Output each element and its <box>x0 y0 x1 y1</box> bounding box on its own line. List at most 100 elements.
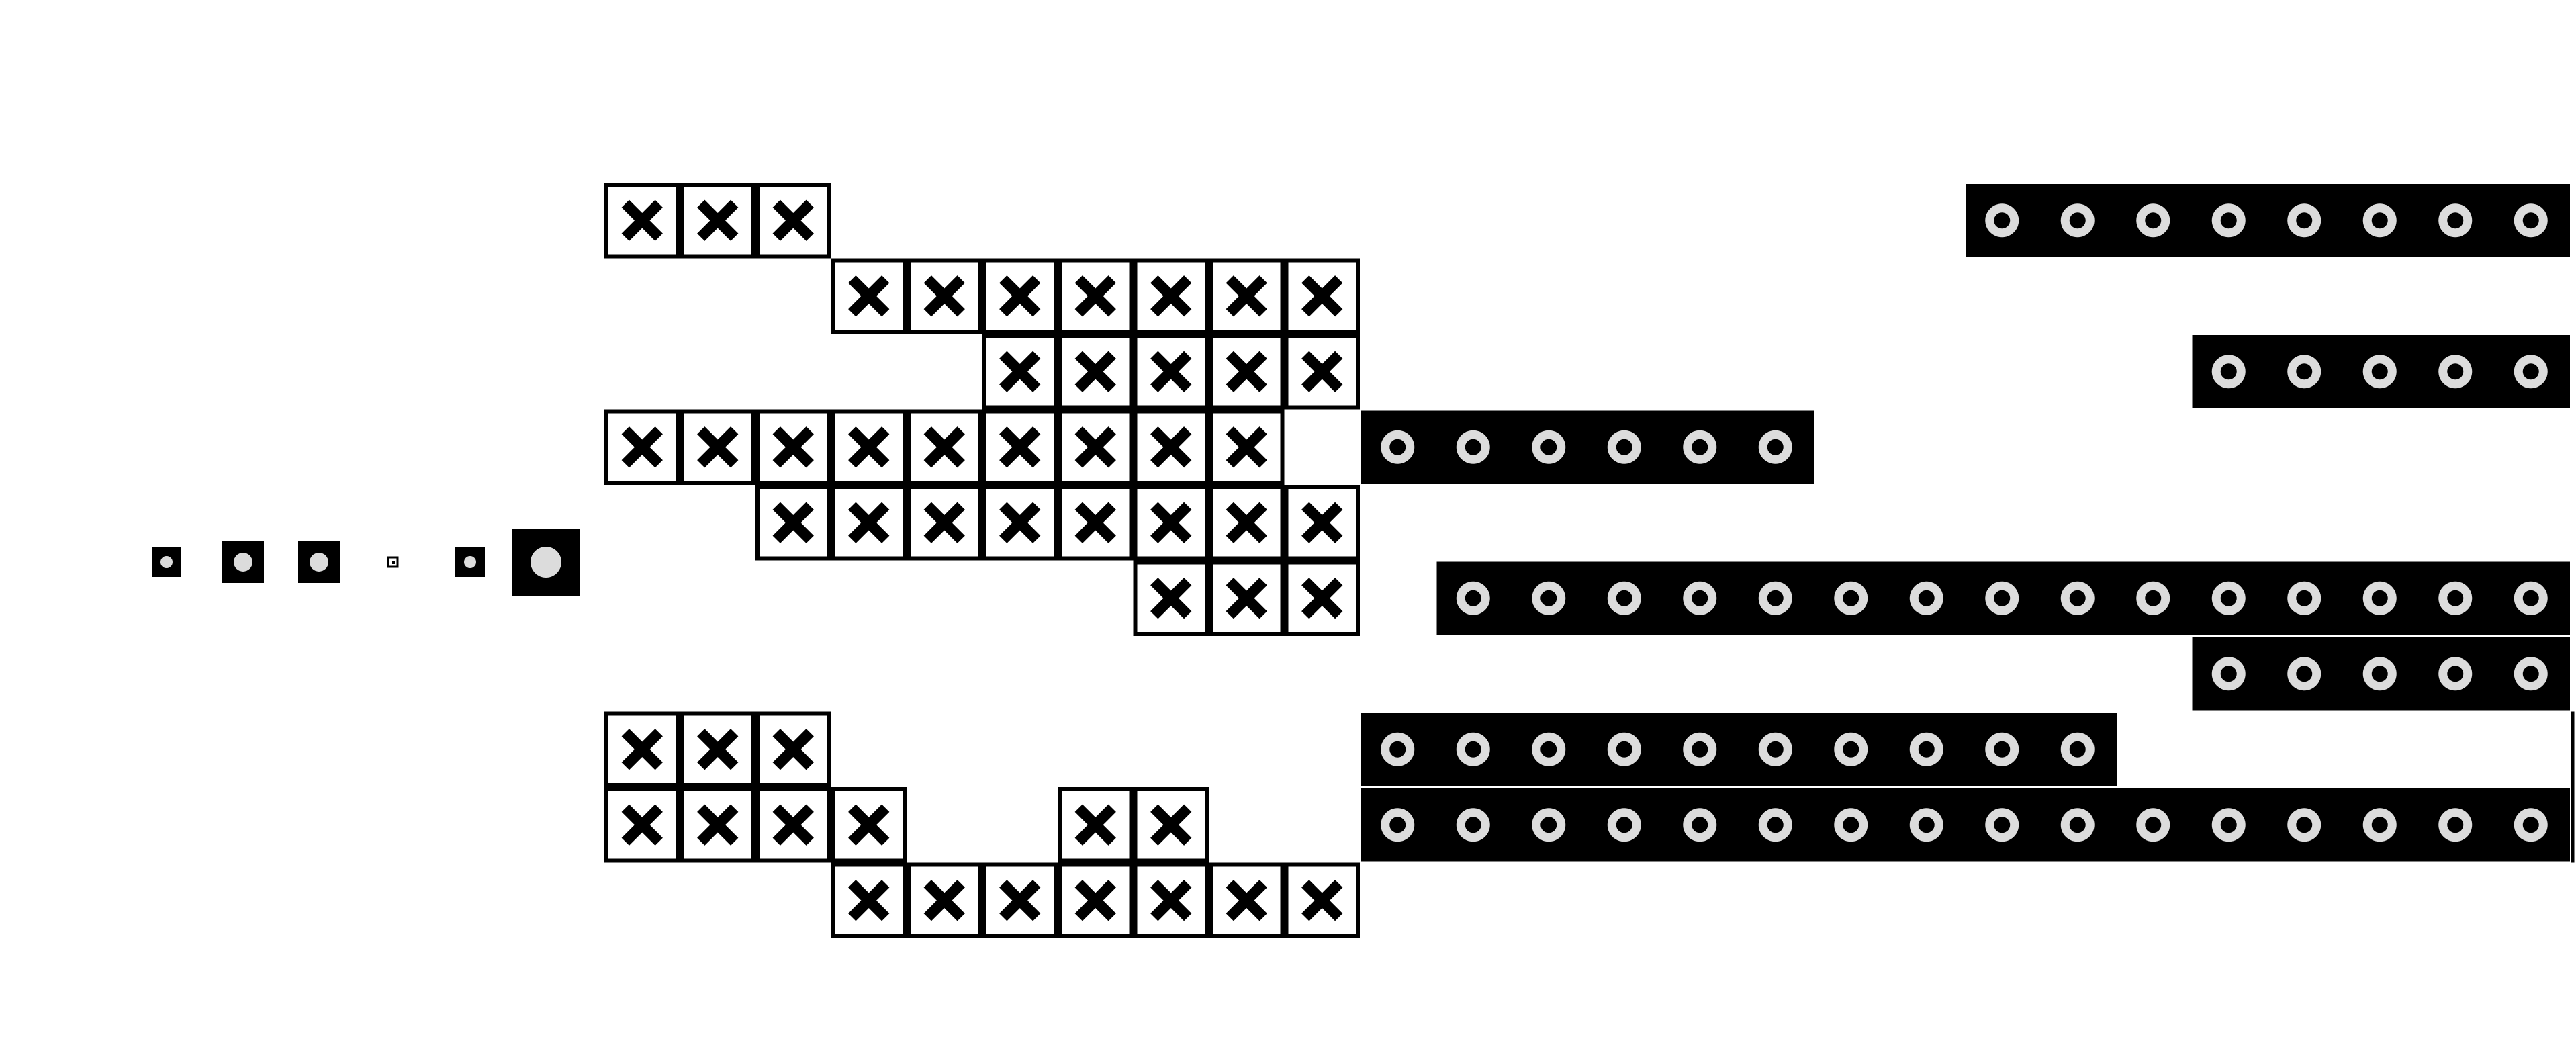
ring-token-icon[interactable] <box>2514 581 2548 615</box>
ring-token-icon[interactable] <box>1909 808 1943 842</box>
ring-bar[interactable] <box>2192 637 2571 711</box>
ring-token-icon[interactable] <box>1985 581 2019 615</box>
x-tile[interactable] <box>680 787 756 863</box>
ring-token-icon[interactable] <box>1683 430 1717 464</box>
ring-token-icon[interactable] <box>1985 808 2019 842</box>
ring-token-icon[interactable] <box>2136 203 2170 238</box>
x-tile[interactable] <box>1133 409 1209 486</box>
ring-token-icon[interactable] <box>2060 581 2095 615</box>
ring-token-icon[interactable] <box>1758 430 1792 464</box>
x-tile[interactable] <box>1058 862 1134 939</box>
x-tile[interactable] <box>1209 485 1285 561</box>
ring-token-icon[interactable] <box>2287 203 2321 238</box>
x-tile[interactable] <box>907 258 982 334</box>
ring-token-icon[interactable] <box>1758 732 1792 766</box>
x-tile[interactable] <box>982 409 1058 486</box>
ring-token-icon[interactable] <box>1532 430 1566 464</box>
ring-token-icon[interactable] <box>1532 581 1566 615</box>
ring-token-icon[interactable] <box>2287 581 2321 615</box>
ring-bar[interactable] <box>1966 184 2570 257</box>
ring-token-icon[interactable] <box>2362 808 2397 842</box>
ring-token-icon[interactable] <box>2060 732 2095 766</box>
ring-token-icon[interactable] <box>2287 657 2321 691</box>
x-tile[interactable] <box>1133 787 1209 863</box>
x-tile[interactable] <box>831 787 907 863</box>
x-tile[interactable] <box>1133 258 1209 334</box>
ring-token-icon[interactable] <box>2060 808 2095 842</box>
x-tile[interactable] <box>1133 334 1209 410</box>
x-tile[interactable] <box>982 485 1058 561</box>
ring-token-icon[interactable] <box>1683 581 1717 615</box>
ring-token-icon[interactable] <box>2362 203 2397 238</box>
ring-token-icon[interactable] <box>2136 581 2170 615</box>
x-tile[interactable] <box>1058 409 1134 486</box>
ring-token-icon[interactable] <box>2438 203 2473 238</box>
ring-token-icon[interactable] <box>1834 732 1868 766</box>
x-tile[interactable] <box>1284 334 1361 410</box>
ring-token-icon[interactable] <box>1683 808 1717 842</box>
ring-token-icon[interactable] <box>2438 808 2473 842</box>
x-tile[interactable] <box>907 485 982 561</box>
x-tile[interactable] <box>755 787 831 863</box>
ring-token-icon[interactable] <box>2438 581 2473 615</box>
x-tile[interactable] <box>1133 862 1209 939</box>
ring-token-icon[interactable] <box>2060 203 2095 238</box>
x-tile[interactable] <box>1209 258 1285 334</box>
ring-token-icon[interactable] <box>2211 657 2246 691</box>
ring-bar[interactable] <box>1436 561 2571 635</box>
ring-token-icon[interactable] <box>2211 203 2246 238</box>
x-tile[interactable] <box>831 485 907 561</box>
x-tile[interactable] <box>1133 485 1209 561</box>
x-tile[interactable] <box>1284 258 1361 334</box>
ring-token-icon[interactable] <box>1909 732 1943 766</box>
ring-token-icon[interactable] <box>1607 430 1641 464</box>
x-tile[interactable] <box>1209 862 1285 939</box>
ring-token-icon[interactable] <box>1456 732 1490 766</box>
ring-token-icon[interactable] <box>2514 808 2548 842</box>
ring-token-icon[interactable] <box>1985 732 2019 766</box>
ring-token-icon[interactable] <box>1607 732 1641 766</box>
x-tile[interactable] <box>604 183 680 259</box>
x-tile[interactable] <box>680 183 756 259</box>
x-tile[interactable] <box>831 409 907 486</box>
ring-token-icon[interactable] <box>1381 808 1415 842</box>
x-tile[interactable] <box>1058 485 1134 561</box>
ring-token-icon[interactable] <box>1758 581 1792 615</box>
ring-token-icon[interactable] <box>1456 581 1490 615</box>
ring-token-icon[interactable] <box>1909 581 1943 615</box>
ring-token-icon[interactable] <box>2362 657 2397 691</box>
ring-token-icon[interactable] <box>1532 808 1566 842</box>
x-tile[interactable] <box>680 711 756 788</box>
ring-token-icon[interactable] <box>1985 203 2019 238</box>
x-tile[interactable] <box>680 409 756 486</box>
ring-token-icon[interactable] <box>1532 732 1566 766</box>
ring-token-icon[interactable] <box>1834 581 1868 615</box>
x-tile[interactable] <box>1284 862 1361 939</box>
x-tile[interactable] <box>1209 409 1285 486</box>
ring-token-icon[interactable] <box>2514 657 2548 691</box>
ring-token-icon[interactable] <box>2438 657 2473 691</box>
ring-token-icon[interactable] <box>2438 355 2473 389</box>
x-tile[interactable] <box>831 258 907 334</box>
ring-bar[interactable] <box>1361 788 2570 862</box>
x-tile[interactable] <box>1058 258 1134 334</box>
x-tile[interactable] <box>755 183 831 259</box>
ring-token-icon[interactable] <box>2362 581 2397 615</box>
x-tile[interactable] <box>604 409 680 486</box>
x-tile[interactable] <box>1209 334 1285 410</box>
ring-bar[interactable] <box>2192 335 2571 408</box>
x-tile[interactable] <box>755 711 831 788</box>
x-tile[interactable] <box>1058 787 1134 863</box>
ring-token-icon[interactable] <box>1758 808 1792 842</box>
x-tile[interactable] <box>1209 560 1285 637</box>
x-tile[interactable] <box>1284 560 1361 637</box>
x-tile[interactable] <box>831 862 907 939</box>
ring-token-icon[interactable] <box>2287 355 2321 389</box>
ring-token-icon[interactable] <box>2211 808 2246 842</box>
ring-token-icon[interactable] <box>2211 355 2246 389</box>
ring-token-icon[interactable] <box>2211 581 2246 615</box>
x-tile[interactable] <box>1058 334 1134 410</box>
ring-token-icon[interactable] <box>2136 808 2170 842</box>
x-tile[interactable] <box>907 409 982 486</box>
x-tile[interactable] <box>1284 485 1361 561</box>
